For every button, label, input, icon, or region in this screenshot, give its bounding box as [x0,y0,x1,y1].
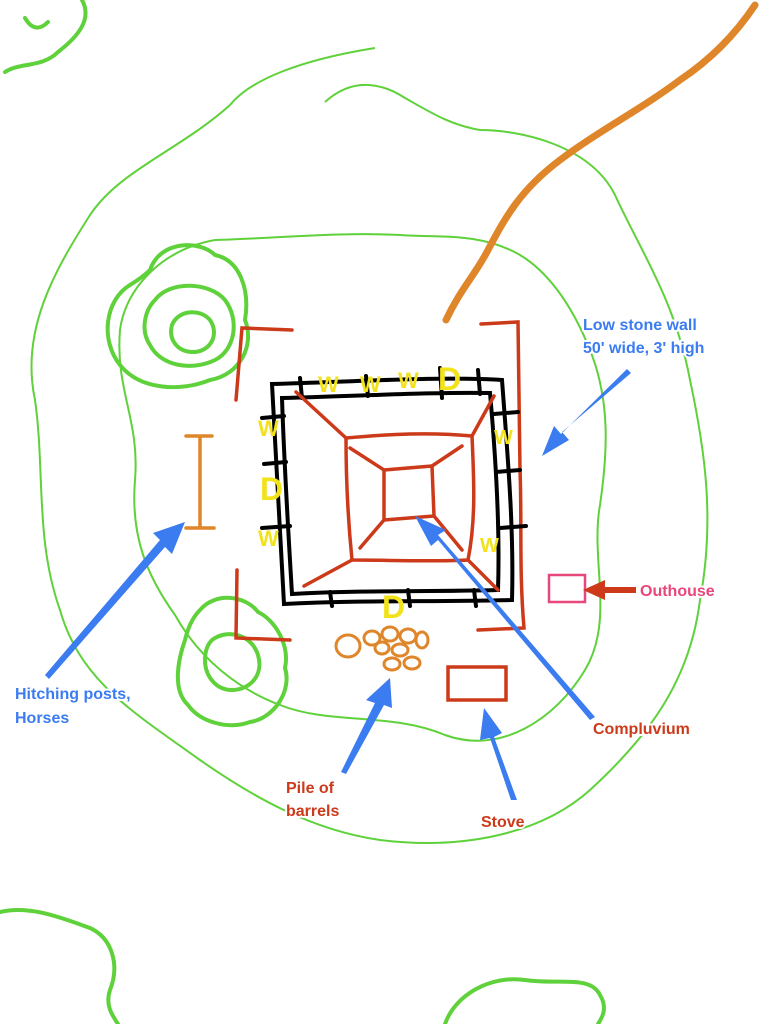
stove-box [446,665,508,702]
window-marker: W [360,372,381,397]
stove-arrow [480,708,517,800]
wall-label-line1: Low stone wall [583,317,697,334]
window-marker: W [318,372,339,397]
hitching-arrow [45,522,185,679]
door-marker: D [260,471,283,507]
terrain-lines [30,47,709,844]
window-marker: W [398,368,419,393]
hitching-label-line2: Horses [15,710,69,727]
window-marker: W [494,427,513,449]
compluvium-arrow [415,516,595,720]
arrow-icon [45,369,631,800]
hitching-post [184,434,216,530]
window-door-markers: W W W D W D W W W D [258,361,513,625]
stove-label: Stove [481,814,525,831]
tree-icon [105,243,251,390]
inner-contour [118,233,607,742]
hitching-label-line1: Hitching posts, [15,686,131,703]
wall-label-line2: 50' wide, 3' high [583,340,704,357]
compluvium-label: Compluvium [593,721,690,738]
barrels-arrow [341,678,392,774]
barrels-label-line1: Pile of [286,780,335,797]
window-marker: W [258,416,279,441]
tree-icon [0,0,606,1024]
compluvium-opening [294,390,500,592]
outhouse-label: Outhouse [640,583,715,600]
wall-arrow [542,369,631,456]
window-marker: W [258,526,279,551]
window-marker: W [480,535,499,557]
outhouse-box [547,573,587,604]
door-marker: D [438,361,461,397]
villa-outline [260,366,528,608]
barrels-label-line2: barrels [286,803,339,820]
door-marker: D [382,589,405,625]
road [442,1,759,324]
outer-contour [30,47,709,844]
barrel-pile [334,625,430,672]
outhouse-arrow-icon [583,580,636,600]
tree-icon [175,595,289,728]
